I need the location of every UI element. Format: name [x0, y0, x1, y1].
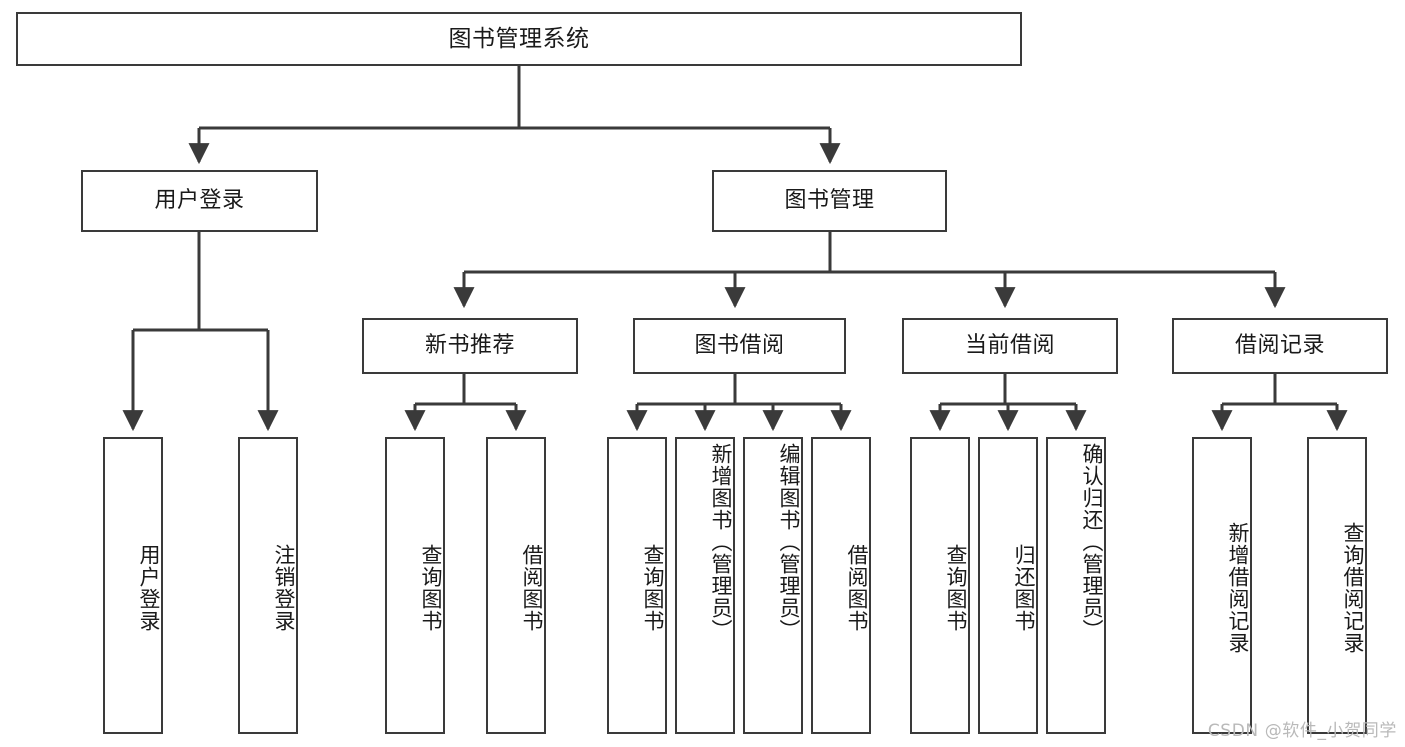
node-leaf-return-book-label: 归还图书 — [1012, 543, 1036, 632]
node-leaf-query-book-2-label: 查询图书 — [641, 543, 665, 632]
node-leaf-user-login-label: 用户登录 — [137, 543, 161, 632]
node-current-borrow-label: 当前借阅 — [964, 333, 1055, 359]
node-new-book-recommend[interactable]: 新书推荐 — [362, 318, 578, 374]
node-leaf-return-book[interactable]: 归还图书 — [978, 437, 1038, 734]
node-leaf-add-record-label: 新增借阅记录 — [1226, 521, 1250, 654]
node-root-system[interactable]: 图书管理系统 — [16, 12, 1022, 66]
node-book-borrow-label: 图书借阅 — [694, 333, 785, 359]
node-leaf-query-book-3-label: 查询图书 — [944, 543, 968, 632]
node-leaf-query-book-2[interactable]: 查询图书 — [607, 437, 667, 734]
node-leaf-borrow-book-1[interactable]: 借阅图书 — [486, 437, 546, 734]
node-user-login-label: 用户登录 — [154, 188, 245, 214]
node-leaf-edit-book-label: 编辑图书（管理员） — [777, 443, 801, 641]
node-leaf-logout-login[interactable]: 注销登录 — [238, 437, 298, 734]
node-leaf-logout-login-label: 注销登录 — [272, 543, 296, 632]
node-leaf-add-book-label: 新增图书（管理员） — [709, 443, 733, 641]
node-leaf-query-book-3[interactable]: 查询图书 — [910, 437, 970, 734]
node-book-manage-label: 图书管理 — [784, 188, 875, 214]
node-leaf-query-book-1-label: 查询图书 — [419, 543, 443, 632]
node-new-book-recommend-label: 新书推荐 — [424, 333, 515, 359]
node-leaf-confirm-return[interactable]: 确认归还（管理员） — [1046, 437, 1106, 734]
node-leaf-borrow-book-2[interactable]: 借阅图书 — [811, 437, 871, 734]
csdn-watermark: CSDN @软件_小贺同学 — [1207, 721, 1397, 741]
node-leaf-edit-book[interactable]: 编辑图书（管理员） — [743, 437, 803, 734]
node-borrow-record[interactable]: 借阅记录 — [1172, 318, 1388, 374]
node-current-borrow[interactable]: 当前借阅 — [902, 318, 1118, 374]
node-leaf-add-book[interactable]: 新增图书（管理员） — [675, 437, 735, 734]
node-leaf-user-login[interactable]: 用户登录 — [103, 437, 163, 734]
node-leaf-add-record[interactable]: 新增借阅记录 — [1192, 437, 1252, 734]
node-borrow-record-label: 借阅记录 — [1234, 333, 1325, 359]
node-leaf-query-record-label: 查询借阅记录 — [1341, 521, 1365, 654]
node-leaf-query-book-1[interactable]: 查询图书 — [385, 437, 445, 734]
node-book-manage[interactable]: 图书管理 — [712, 170, 947, 232]
node-leaf-query-record[interactable]: 查询借阅记录 — [1307, 437, 1367, 734]
node-leaf-borrow-book-1-label: 借阅图书 — [520, 543, 544, 632]
node-root-system-label: 图书管理系统 — [448, 25, 590, 52]
node-leaf-borrow-book-2-label: 借阅图书 — [845, 543, 869, 632]
node-book-borrow[interactable]: 图书借阅 — [633, 318, 846, 374]
node-leaf-confirm-return-label: 确认归还（管理员） — [1080, 443, 1104, 641]
node-user-login[interactable]: 用户登录 — [81, 170, 318, 232]
